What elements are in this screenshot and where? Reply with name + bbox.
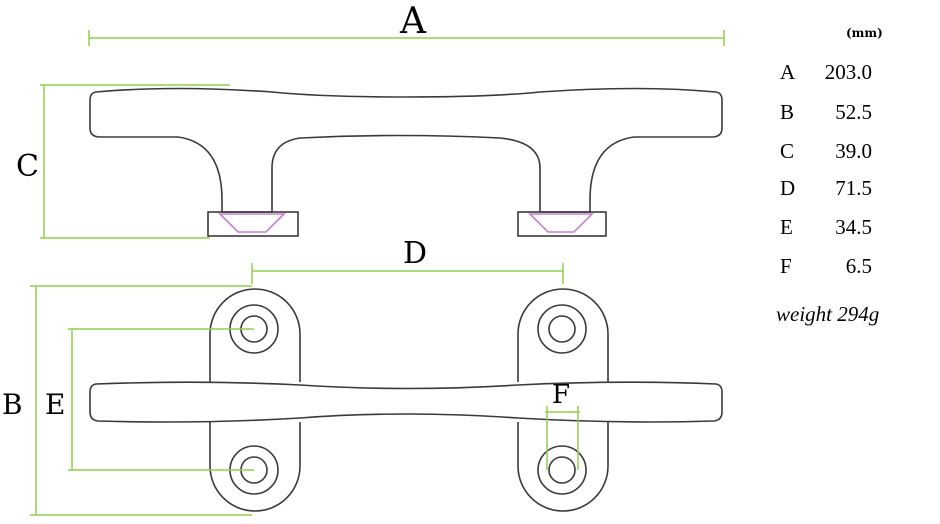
unit-label: (mm) <box>846 26 883 40</box>
right-bottom-ear <box>517 422 609 512</box>
dim-f-label: F <box>552 380 570 410</box>
top-view <box>89 288 723 512</box>
spec-value: 39.0 <box>835 139 872 163</box>
dim-d-label: D <box>403 236 427 271</box>
left-base-plate <box>207 211 299 237</box>
right-top-ear <box>517 288 609 382</box>
spec-letter: A <box>780 60 796 84</box>
dim-b-label: B <box>2 388 23 421</box>
left-bottom-ear <box>209 422 301 512</box>
spec-value: 34.5 <box>835 215 872 239</box>
right-bottom-hole-inner <box>548 456 576 484</box>
spec-letter: C <box>780 139 795 163</box>
left-top-ear <box>209 288 301 382</box>
spec-value: 52.5 <box>835 100 872 124</box>
side-view <box>89 87 723 237</box>
left-screw-slot <box>218 213 286 233</box>
dim-c-label: C <box>16 149 39 184</box>
right-top-hole-outer <box>537 304 587 354</box>
right-bottom-hole-outer <box>537 445 587 495</box>
side-view-outline <box>89 87 723 213</box>
dimension-lines <box>30 30 725 516</box>
spec-letter: B <box>780 100 795 124</box>
dim-a-label: A <box>399 1 427 42</box>
spec-letter: D <box>780 176 796 200</box>
right-screw-slot <box>528 213 594 233</box>
top-view-bar <box>89 381 723 423</box>
mounting-holes <box>229 304 587 495</box>
dim-e-label: E <box>45 388 65 421</box>
right-base-plate <box>517 211 607 237</box>
spec-value: 71.5 <box>835 176 872 200</box>
spec-letter: E <box>780 215 793 239</box>
screw-slots <box>218 213 594 233</box>
spec-value: 6.5 <box>845 254 872 278</box>
right-top-hole-inner <box>548 315 576 343</box>
spec-value: 203.0 <box>824 60 872 84</box>
spec-letter: F <box>780 254 792 278</box>
weight-label: weight 294g <box>776 302 880 326</box>
